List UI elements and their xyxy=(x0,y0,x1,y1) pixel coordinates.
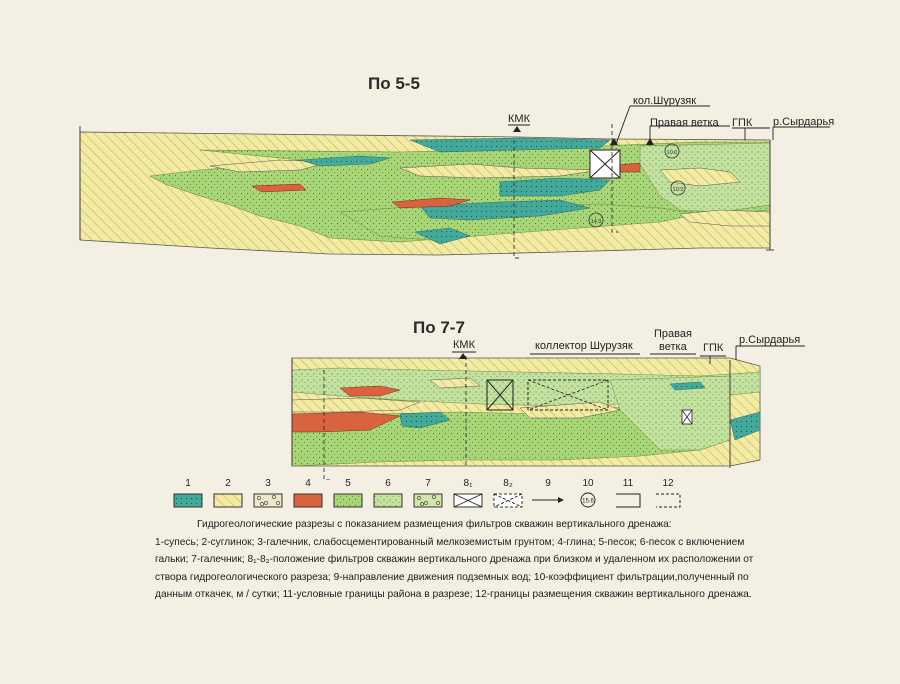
s2-teal-c xyxy=(729,411,761,441)
legend-item-13: 12 xyxy=(650,478,686,512)
legend-swatch xyxy=(373,493,403,508)
s1-loam-lens-b xyxy=(399,163,601,179)
caption-line-4: створа гидрогеологического разреза; 9-на… xyxy=(155,571,749,583)
legend-swatch xyxy=(413,493,443,508)
legend-swatch xyxy=(333,493,363,508)
legend-number: 5 xyxy=(345,478,351,489)
caption-line-1: Гидрогеологические разрезы с показанием … xyxy=(197,519,672,530)
s2-label-river: р.Сырдарья xyxy=(739,334,801,346)
legend-number: 7 xyxy=(425,478,431,489)
s1-boundaries xyxy=(79,124,774,259)
caption-line-5: данным откачек, м / сутки; 11-условные г… xyxy=(155,589,752,600)
s1-teal-b xyxy=(499,177,611,197)
s1-clay-b xyxy=(391,197,471,209)
s1-coef-2: 10.2 xyxy=(673,187,684,193)
s2-label-kmk: КМК xyxy=(453,339,475,351)
section-1-profile: 10.0 10.2 14.3 xyxy=(79,105,830,259)
legend-number: 9 xyxy=(545,478,551,489)
s1-label-gpk: ГПК xyxy=(732,117,753,129)
legend-item-7: 7 xyxy=(410,478,446,512)
legend-swatch xyxy=(453,493,483,508)
legend-number: 1 xyxy=(185,478,191,489)
caption-line-2: 1-супесь; 2-суглинок; 3-галечник, слабос… xyxy=(155,536,745,548)
legend-number: 2 xyxy=(225,478,231,489)
legend-item-2: 2 xyxy=(210,478,246,512)
legend-item-8: 8₁ xyxy=(450,478,486,512)
s2-label-branch-2: ветка xyxy=(659,341,687,353)
legend-item-6: 6 xyxy=(370,478,406,512)
s1-teal-a xyxy=(299,155,391,167)
legend-sample-coef: 15.6 xyxy=(582,499,594,505)
legend-number: 8₂ xyxy=(503,478,513,489)
s1-teal-top xyxy=(409,137,611,153)
legend-swatch xyxy=(616,493,641,508)
s1-label-river: р.Сырдарья xyxy=(773,116,835,128)
legend-swatch xyxy=(213,493,243,508)
legend-number: 8₁ xyxy=(463,478,473,489)
legend-swatch xyxy=(293,493,323,508)
legend-swatch xyxy=(253,493,283,508)
s2-teal-b xyxy=(669,381,706,391)
s2-label-collector: коллектор Шурузяк xyxy=(535,340,633,352)
s2-loam-lens-b xyxy=(429,377,481,389)
section-2-title: По 7-7 xyxy=(413,318,465,337)
s2-clay-a xyxy=(339,385,401,397)
s2-label-gpk: ГПК xyxy=(703,342,724,354)
legend-swatch xyxy=(656,493,681,508)
legend-item-11: 10 15.6 xyxy=(570,478,606,512)
section-1-title: По 5-5 xyxy=(368,74,420,93)
s2-filter-box-near xyxy=(486,379,514,411)
legend-item-3: 3 xyxy=(250,478,286,512)
s1-teal-c xyxy=(419,199,591,221)
legend-number: 11 xyxy=(622,478,634,489)
figure-caption: Гидрогеологические разрезы с показанием … xyxy=(155,516,855,604)
legend-item-9: 8₂ xyxy=(490,478,526,512)
s1-coef-3: 14.3 xyxy=(591,219,602,225)
cross-sections-drawing: 10.0 10.2 14.3 xyxy=(79,105,830,480)
s1-coef-1: 10.0 xyxy=(667,150,678,156)
legend-item-10: 9 xyxy=(530,478,566,512)
s2-label-branch-1: Правая xyxy=(654,328,692,340)
legend-number: 10 xyxy=(582,478,594,489)
legend-swatch: 15.6 xyxy=(580,492,596,508)
s1-label-kol: кол.Шурузяк xyxy=(633,95,697,107)
caption-line-3: гальки; 7-галечник; 8₁-8₂-положение филь… xyxy=(155,554,754,565)
s2-teal-a xyxy=(399,411,451,429)
section-2-profile xyxy=(291,345,805,480)
legend-swatch xyxy=(532,497,564,503)
s1-loam-lens-a xyxy=(209,159,331,173)
legend-number: 4 xyxy=(305,478,311,489)
s2-filter-box-far xyxy=(527,379,609,411)
s1-clay-a xyxy=(251,183,307,193)
legend-number: 3 xyxy=(265,478,271,489)
legend-item-1: 1 xyxy=(170,478,206,512)
legend-number: 6 xyxy=(385,478,391,489)
legend-item-4: 4 xyxy=(290,478,326,512)
legend-item-5: 5 xyxy=(330,478,366,512)
legend-item-12: 11 xyxy=(610,478,646,512)
s1-teal-d xyxy=(414,227,471,245)
legend-number: 12 xyxy=(662,478,674,489)
s2-boundaries xyxy=(291,356,731,480)
legend-swatch xyxy=(493,493,523,508)
legend-swatch xyxy=(173,493,203,508)
s1-label-kmk: КМК xyxy=(508,113,530,125)
